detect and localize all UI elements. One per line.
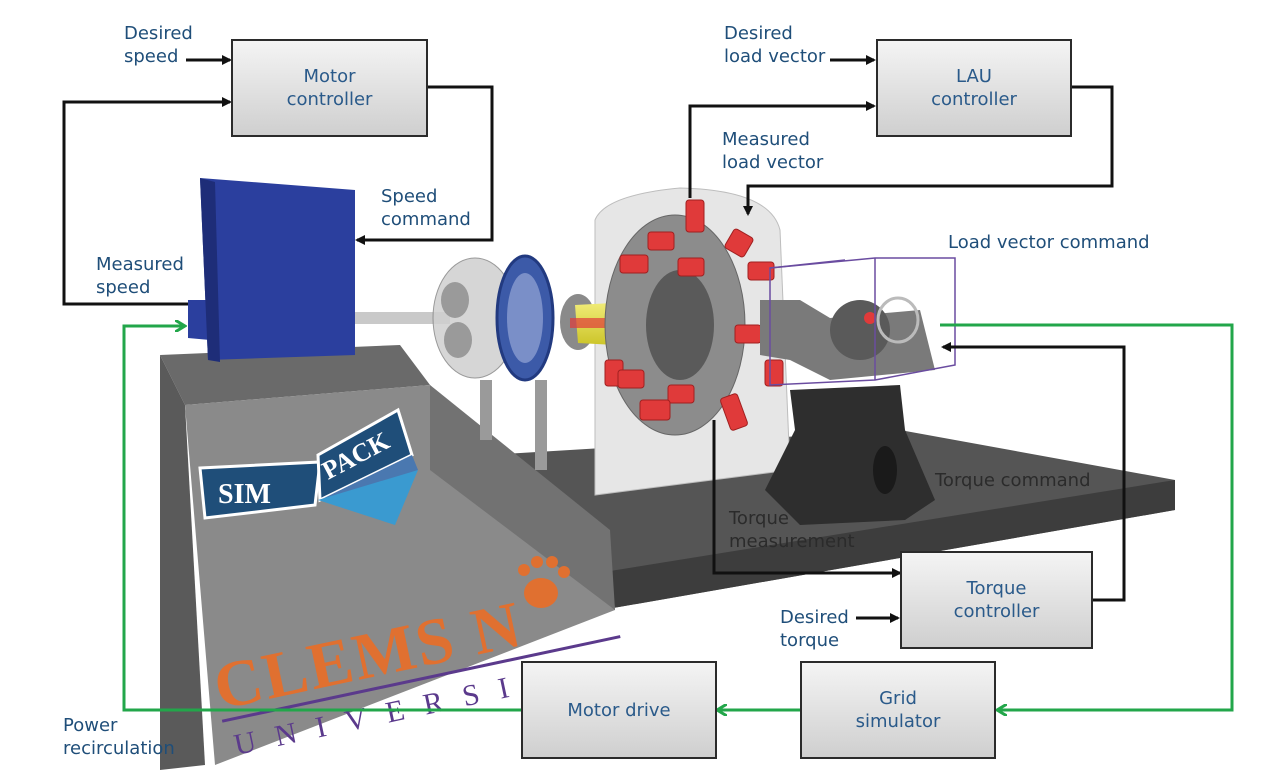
speed-command-label: Speed command	[381, 186, 471, 230]
lau-controller-box: LAU controller	[876, 39, 1072, 137]
motor-pedestal	[160, 345, 430, 405]
load-vector-frame	[769, 257, 956, 386]
power-recirculation-label: Power recirculation	[63, 715, 175, 759]
paw-icon	[518, 556, 570, 608]
torque-measurement-label: Torque measurement	[729, 508, 855, 552]
measured-load-vector-label: Measured load vector	[722, 129, 824, 173]
torque-command-label: Torque command	[935, 470, 1091, 491]
motor-drive-box: Motor drive	[521, 661, 717, 759]
measured-speed-label: Measured speed	[96, 254, 184, 298]
nacelle-tower	[765, 385, 935, 525]
motor-controller-box: Motor controller	[231, 39, 428, 137]
desired-torque-label: Desired torque	[780, 607, 849, 651]
simpack-sim-text: SIM	[218, 479, 271, 510]
desired-load-vector-label: Desired load vector	[724, 23, 826, 67]
grid-simulator-box: Grid simulator	[800, 661, 996, 759]
load-vector-command-label: Load vector command	[948, 232, 1150, 253]
drive-motor	[200, 178, 355, 360]
torque-controller-box: Torque controller	[900, 551, 1093, 649]
desired-speed-label: Desired speed	[124, 23, 193, 67]
